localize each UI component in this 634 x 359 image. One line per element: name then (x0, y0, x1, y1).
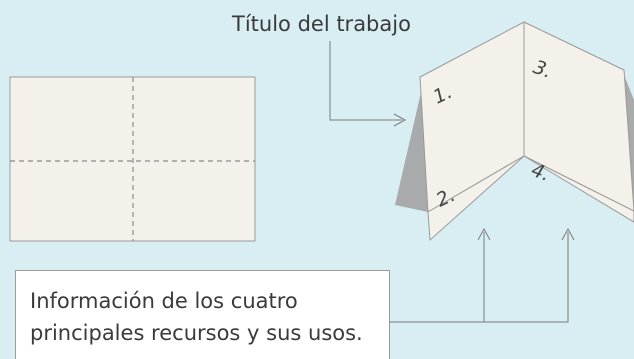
info-arrow-head-right (561, 227, 575, 241)
booklet-panel-top-left (419, 21, 525, 213)
booklet-panel-bottom-right (523, 155, 634, 223)
info-box: Información de los cuatro principales re… (15, 270, 390, 359)
title-arrow-head (393, 113, 407, 127)
info-arrow-line (390, 232, 569, 323)
info-line-2: principales recursos y sus usos. (30, 321, 363, 345)
title-arrow-line (329, 41, 402, 121)
info-line-1: Información de los cuatro (30, 289, 298, 313)
page-number-4: 4. (528, 159, 553, 186)
booklet-panel-bottom-left (427, 155, 525, 242)
title-label: Título del trabajo (232, 12, 411, 36)
booklet-back-left (395, 75, 428, 212)
info-arrow-head-left (477, 227, 491, 241)
